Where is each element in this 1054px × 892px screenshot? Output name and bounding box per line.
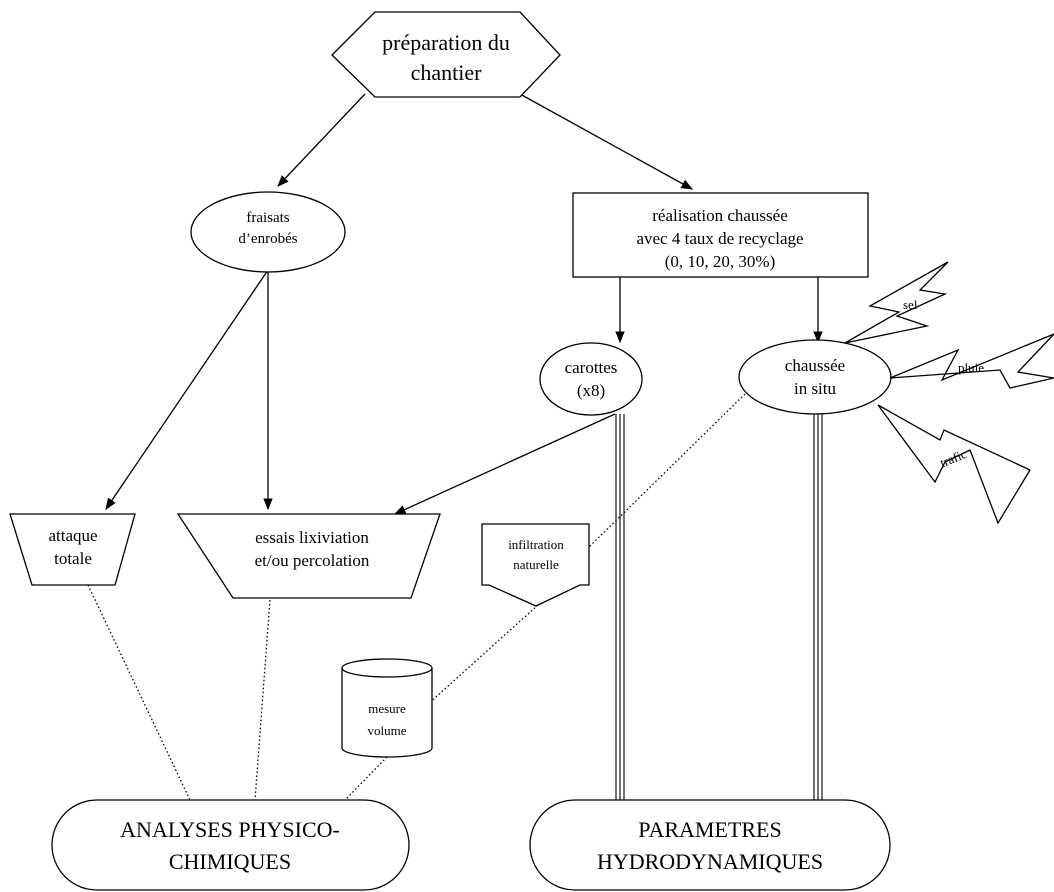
node-infiltration: infiltration naturelle [481,523,590,607]
node-attaque: attaque totale [9,513,136,586]
edge-carottes-parametres [615,414,625,803]
node-fraisats-line-2: d’enrobés [238,231,297,247]
node-chaussee: chaussée in situ [738,339,892,415]
node-preparation: préparation du chantier [331,11,561,98]
node-infiltration-line-1: infiltration [508,537,564,552]
lightning-pluie-label: pluie [958,360,984,375]
edge-infiltration-mesure [426,604,539,706]
edge-chaussee-infiltration [587,393,746,549]
node-analyses-line-2: CHIMIQUES [169,849,291,874]
lightning-sel-icon: sel [844,261,949,344]
node-analyses: ANALYSES PHYSICO- CHIMIQUES [51,799,410,891]
node-parametres: PARAMETRES HYDRODYNAMIQUES [529,799,891,891]
edge-attaque-analyses [87,584,191,801]
edge-preparation-fraisats [277,93,366,187]
edges [87,93,823,803]
edge-preparation-realisation [519,93,694,190]
node-mesure: mesure volume [341,658,433,758]
edge-chaussee-parametres [813,412,823,803]
node-analyses-line-1: ANALYSES PHYSICO- [120,817,340,842]
node-attaque-line-2: totale [54,549,92,568]
lightning-pluie-icon: pluie [889,333,1054,389]
node-essais: essais lixiviation et/ou percolation [176,513,441,599]
node-chaussee-line-1: chaussée [785,356,845,375]
edge-essais-analyses [254,599,271,801]
lightning-sel-label: sel [903,297,918,312]
edge-carottes-essais [393,413,616,515]
node-fraisats-line-1: fraisats [246,210,289,226]
node-realisation-line-2: avec 4 taux de recyclage [636,229,803,248]
node-mesure-line-2: volume [368,723,407,738]
node-essais-line-2: et/ou percolation [255,551,370,570]
node-realisation: réalisation chaussée avec 4 taux de recy… [572,192,869,278]
edge-fraisats-attaque [105,269,269,510]
node-essais-line-1: essais lixiviation [255,528,369,547]
node-parametres-line-2: HYDRODYNAMIQUES [597,849,823,874]
lightning-trafic-icon: trafic [877,404,1031,525]
node-preparation-line-2: chantier [411,60,483,85]
node-carottes: carottes (x8) [539,342,643,416]
node-fraisats: fraisats d’enrobés [190,191,346,273]
node-chaussee-line-2: in situ [794,379,837,398]
node-preparation-line-1: préparation du [382,30,510,55]
node-attaque-line-1: attaque [48,526,97,545]
node-mesure-line-1: mesure [368,701,406,716]
node-realisation-line-3: (0, 10, 20, 30%) [665,252,775,271]
node-parametres-line-1: PARAMETRES [638,817,781,842]
node-realisation-line-1: réalisation chaussée [652,206,787,225]
node-carottes-line-2: (x8) [577,381,605,400]
node-infiltration-line-2: naturelle [513,557,559,572]
edge-mesure-analyses [344,756,388,801]
node-carottes-line-1: carottes [565,358,618,377]
